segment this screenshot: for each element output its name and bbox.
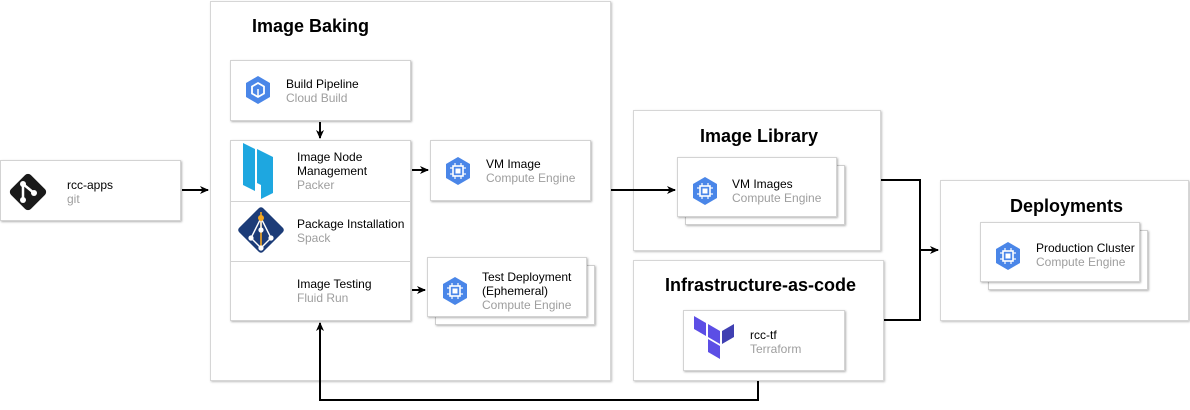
spack-icon (238, 207, 284, 253)
compute-engine-icon (996, 242, 1020, 270)
group-title-deployments: Deployments (1010, 196, 1124, 216)
node-subtitle: Compute Engine (732, 191, 822, 205)
node-label: Build Pipeline Cloud Build (286, 77, 359, 105)
node-label: VM Images Compute Engine (732, 177, 821, 205)
node-subtitle: Compute Engine (482, 298, 572, 312)
node-label: rcc-tf Terraform (750, 328, 801, 356)
node-title: VM Images (732, 177, 793, 191)
node-title: Image Node (297, 150, 363, 164)
terraform-icon (694, 316, 734, 359)
compute-engine-icon (443, 277, 467, 305)
node-title: Test Deployment (482, 270, 572, 284)
node-test-deployment[interactable]: Test Deployment (Ephemeral) Compute Engi… (427, 257, 587, 317)
compute-engine-icon (446, 157, 470, 185)
node-title: rcc-apps (67, 178, 114, 192)
node-image-node-management[interactable]: Image Node Management Packer (297, 150, 367, 192)
node-label: VM Image Compute Engine (486, 157, 575, 185)
node-subtitle: Spack (297, 231, 331, 245)
node-title: Production Cluster (1036, 241, 1135, 255)
node-rcc-apps[interactable]: rcc-apps git (0, 160, 181, 221)
node-title: Management (297, 164, 368, 178)
cloud-build-icon (246, 76, 270, 104)
node-subtitle: Packer (297, 178, 335, 192)
group-title-infrastructure-as-code: Infrastructure-as-code (665, 275, 857, 295)
node-subtitle: Terraform (750, 342, 802, 356)
node-vm-image[interactable]: VM Image Compute Engine (430, 140, 591, 201)
node-subtitle: Compute Engine (1036, 255, 1126, 269)
node-image-pipeline-stack: Image Node Management Packer Package Ins… (230, 140, 411, 321)
node-production-cluster[interactable]: Production Cluster Compute Engine (980, 222, 1140, 282)
node-subtitle: Fluid Run (297, 291, 349, 305)
node-subtitle: Cloud Build (286, 91, 348, 105)
packer-icon (243, 143, 273, 199)
node-subtitle: git (67, 192, 80, 206)
node-label: rcc-apps git (67, 178, 113, 206)
node-title: Package Installation (297, 217, 405, 231)
group-title-image-library: Image Library (700, 126, 819, 146)
git-icon (9, 173, 47, 211)
node-title: (Ephemeral) (482, 284, 549, 298)
node-build-pipeline[interactable]: Build Pipeline Cloud Build (230, 60, 411, 121)
node-image-testing[interactable]: Image Testing Fluid Run (297, 277, 372, 305)
node-title: Build Pipeline (286, 77, 359, 91)
node-rcc-tf[interactable]: rcc-tf Terraform (683, 310, 845, 371)
edge-library-to-deployments (881, 179, 939, 254)
divider (231, 261, 410, 262)
node-vm-images[interactable]: VM Images Compute Engine (677, 157, 837, 217)
node-title: rcc-tf (750, 328, 777, 342)
node-label: Production Cluster Compute Engine (1036, 241, 1135, 269)
node-package-installation[interactable]: Package Installation Spack (297, 217, 404, 245)
node-subtitle: Compute Engine (486, 171, 576, 185)
group-title-image-baking: Image Baking (252, 16, 370, 36)
edge-infra-to-deployments (884, 250, 921, 321)
node-title: VM Image (486, 157, 541, 171)
node-title: Image Testing (297, 277, 372, 291)
compute-engine-icon (693, 177, 717, 205)
divider (231, 201, 410, 202)
node-label: Test Deployment (Ephemeral) Compute Engi… (482, 270, 571, 312)
